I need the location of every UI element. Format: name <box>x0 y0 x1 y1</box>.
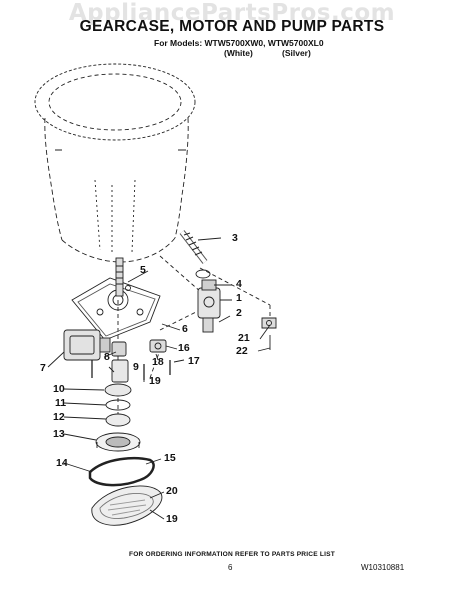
variant-silver: (Silver) <box>282 48 311 58</box>
part-16 <box>149 339 167 353</box>
tub-wall-right <box>174 117 189 239</box>
callout-7: 7 <box>40 362 46 374</box>
tub-assembly <box>34 63 196 263</box>
callout-13: 13 <box>53 428 65 440</box>
pulley <box>95 432 141 452</box>
tub-bottom <box>61 237 176 263</box>
callout-12: 12 <box>53 411 65 423</box>
page-title: GEARCASE, MOTOR AND PUMP PARTS <box>79 18 385 35</box>
drive-shaft <box>115 257 124 297</box>
page-number: 6 <box>228 563 233 572</box>
callout-3: 3 <box>232 232 238 244</box>
variant-white: (White) <box>224 48 253 58</box>
base-cover <box>91 485 163 526</box>
alignment-lines <box>117 255 271 420</box>
document-number: W10310881 <box>361 563 405 572</box>
callout-6: 6 <box>182 323 188 335</box>
clamp <box>195 269 211 279</box>
tub-rim-inner <box>48 73 182 131</box>
tub-rim-outer <box>34 63 196 141</box>
bracket-21 <box>261 317 277 329</box>
callout-10: 10 <box>53 383 65 395</box>
callout-21: 21 <box>238 332 250 344</box>
callout-1: 1 <box>236 292 242 304</box>
part-10 <box>104 383 132 397</box>
callout-22: 22 <box>236 345 248 357</box>
callout-14: 14 <box>56 457 68 469</box>
callout-9: 9 <box>133 361 139 373</box>
callout-18: 18 <box>152 356 164 368</box>
coupler <box>111 341 129 383</box>
watermark: AppliancePartsPros.com <box>68 0 396 26</box>
motor <box>63 329 111 361</box>
ordering-note: FOR ORDERING INFORMATION REFER TO PARTS … <box>129 551 335 558</box>
callout-15: 15 <box>164 452 176 464</box>
belt <box>88 456 155 487</box>
part-12 <box>105 413 131 427</box>
callout-19-b: 19 <box>166 513 178 525</box>
callout-19-a: 19 <box>149 375 161 387</box>
callout-5: 5 <box>140 264 146 276</box>
pump <box>197 279 221 333</box>
callout-20: 20 <box>166 485 178 497</box>
model-numbers: For Models: WTW5700XW0, WTW5700XL0 <box>154 38 324 48</box>
callout-4: 4 <box>236 278 242 290</box>
callout-8: 8 <box>104 351 110 363</box>
tub-wall-left <box>44 117 63 241</box>
callout-17: 17 <box>188 355 200 367</box>
callout-11: 11 <box>55 397 67 409</box>
callout-16: 16 <box>178 342 190 354</box>
callout-2: 2 <box>236 307 242 319</box>
drain-hose <box>179 230 208 264</box>
tub-ribs <box>94 179 136 255</box>
